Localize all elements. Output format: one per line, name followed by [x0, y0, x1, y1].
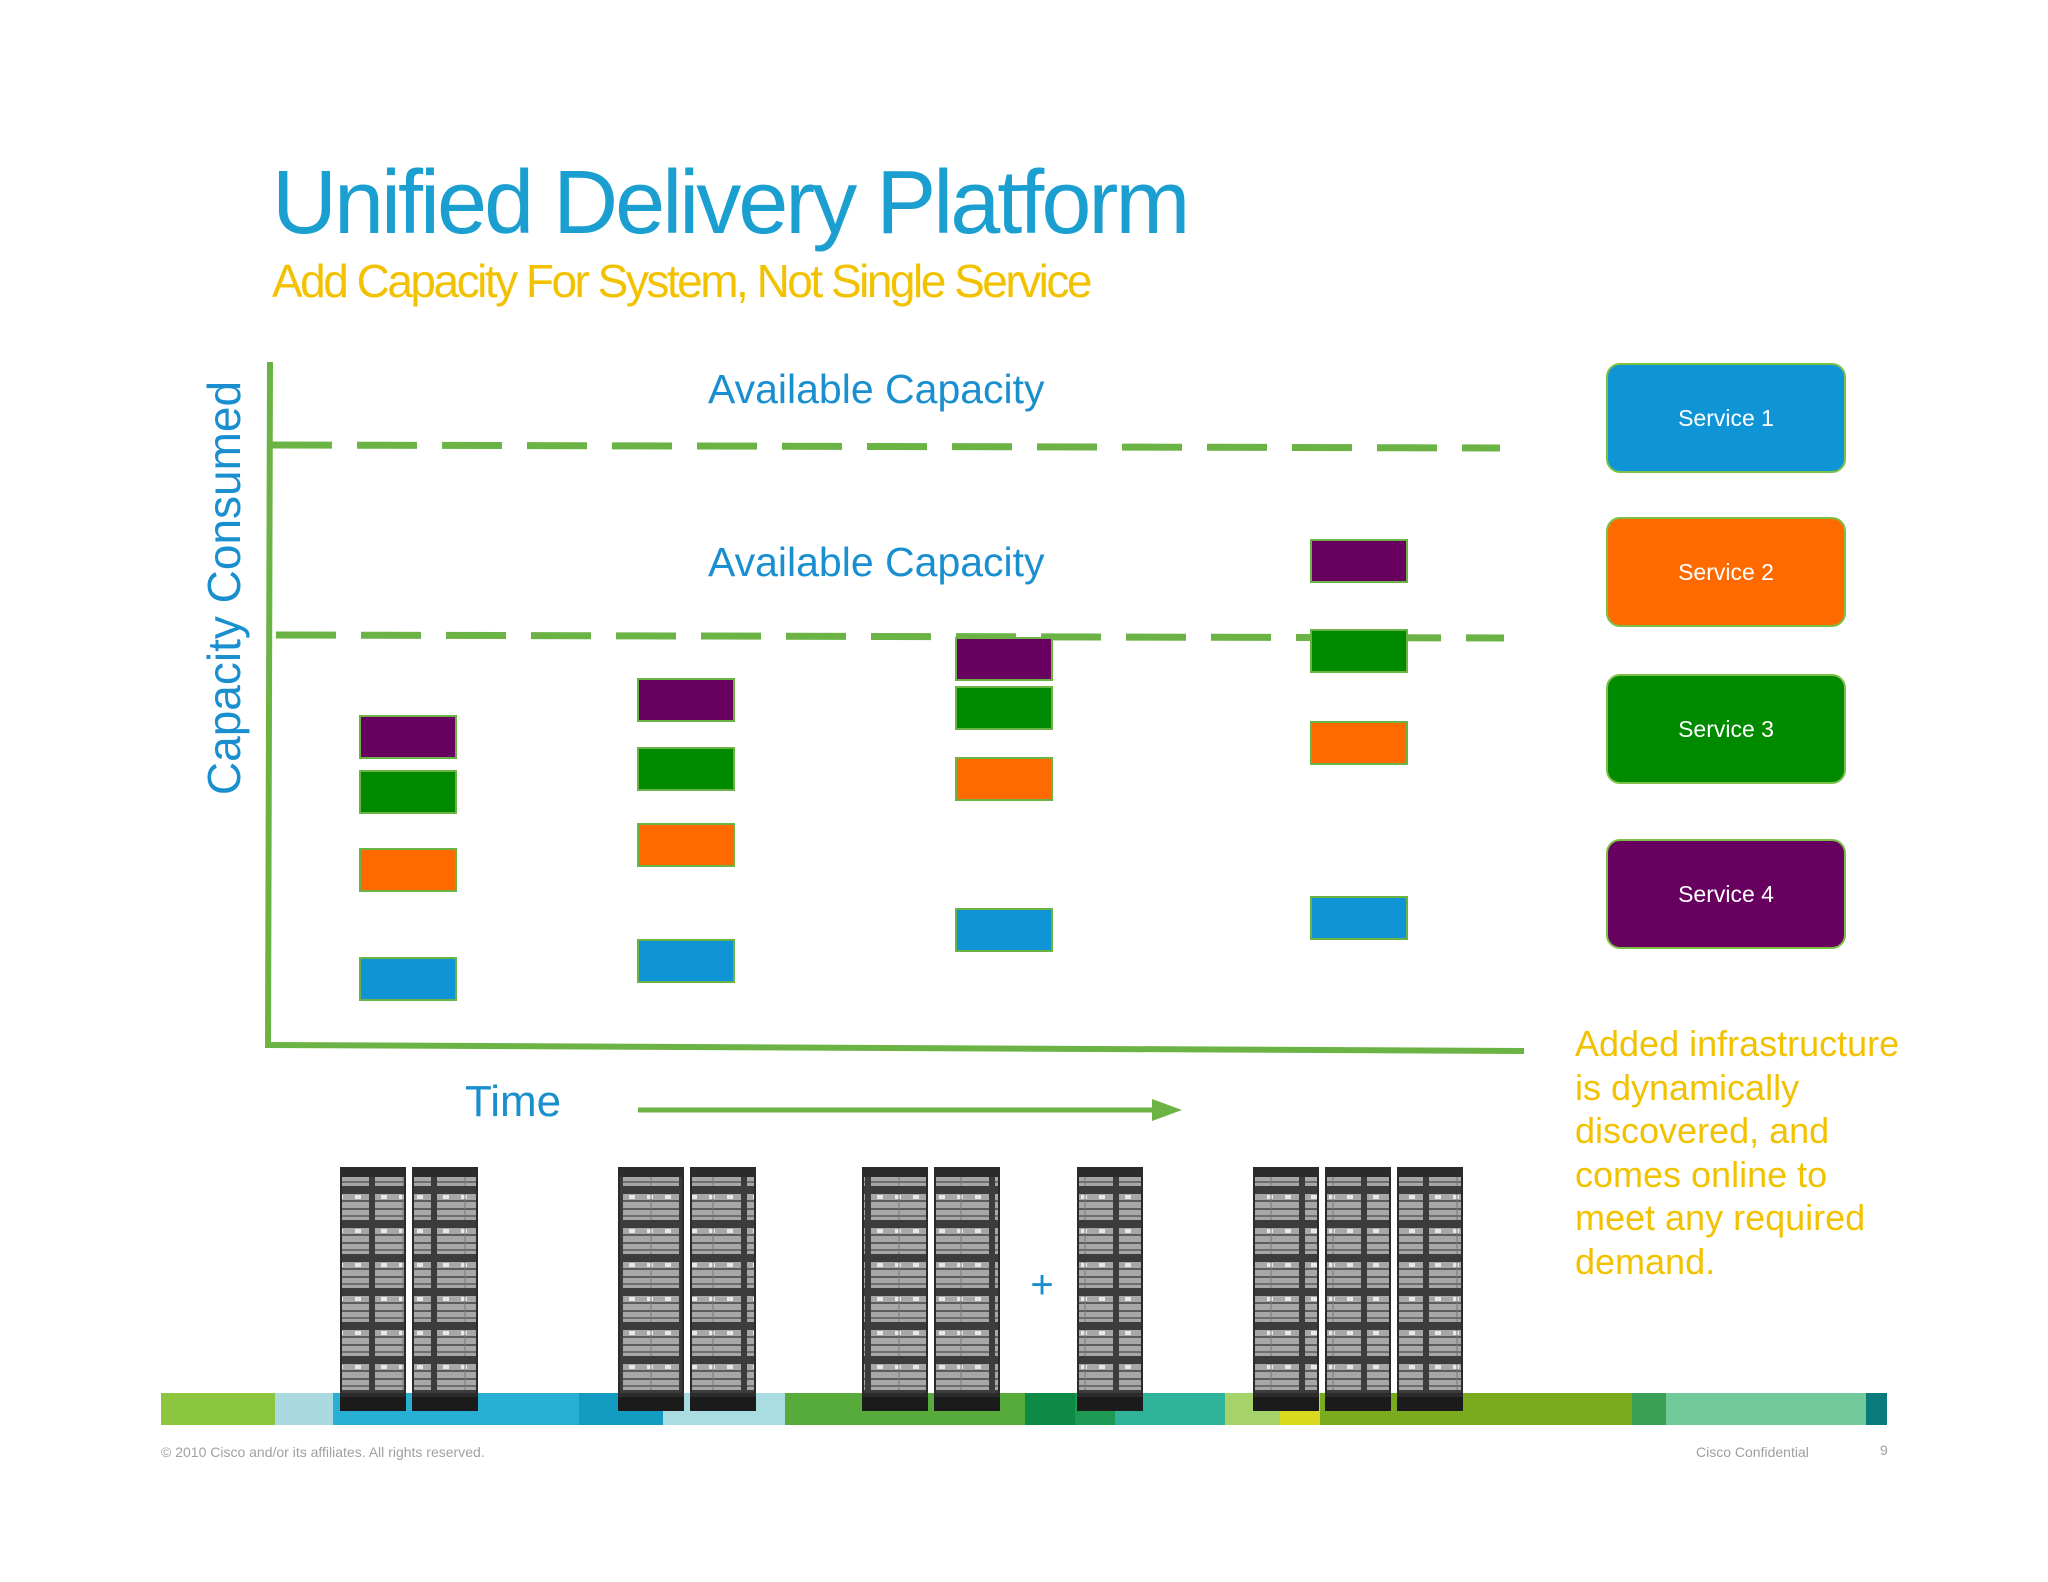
service-blocks — [359, 539, 1408, 1001]
slide-title: Unified Delivery Platform — [272, 153, 1190, 253]
server-rack-t2-1 — [618, 1167, 684, 1411]
server-rack-t4-1 — [1253, 1167, 1319, 1411]
footer-copyright: © 2010 Cisco and/or its affiliates. All … — [161, 1444, 485, 1460]
capacity-line-upper — [271, 441, 1501, 452]
service-block-service-3-t1 — [359, 770, 457, 814]
server-rack-t3-2 — [934, 1167, 1000, 1411]
capacity-line-lower — [275, 631, 1505, 642]
service-block-service-2-t4 — [1310, 721, 1408, 765]
service-block-service-1-t4 — [1310, 896, 1408, 940]
service-block-service-4-t2 — [637, 678, 735, 722]
x-axis-label: Time — [465, 1077, 562, 1126]
footer-confidential: Cisco Confidential — [1696, 1444, 1809, 1460]
server-rack-t1-2 — [412, 1167, 478, 1411]
legend-service-1[interactable]: Service 1 — [1606, 363, 1846, 473]
legend-service-3[interactable]: Service 3 — [1606, 674, 1846, 784]
service-block-service-4-t4 — [1310, 539, 1408, 583]
server-rack-t4-3 — [1397, 1167, 1463, 1411]
server-rack-t2-2 — [690, 1167, 756, 1411]
service-block-service-1-t2 — [637, 939, 735, 983]
service-block-service-3-t3 — [955, 686, 1053, 730]
infrastructure-note: Added infrastructure is dynamically disc… — [1575, 1023, 1900, 1282]
server-rack-t1-1 — [340, 1167, 406, 1411]
available-capacity-label-lower: Available Capacity — [708, 539, 1045, 585]
available-capacity-label-upper: Available Capacity — [708, 366, 1045, 412]
plus-sign: + — [1030, 1263, 1053, 1307]
service-block-service-2-t3 — [955, 757, 1053, 801]
y-axis-label: Capacity Consumed — [198, 380, 250, 796]
service-block-service-4-t3 — [955, 637, 1053, 681]
service-block-service-1-t1 — [359, 957, 457, 1001]
service-block-service-1-t3 — [955, 908, 1053, 952]
legend-service-2[interactable]: Service 2 — [1606, 517, 1846, 627]
server-rack-t4-2 — [1325, 1167, 1391, 1411]
service-block-service-4-t1 — [359, 715, 457, 759]
server-rack-t3-1 — [862, 1167, 928, 1411]
slide-subtitle: Add Capacity For System, Not Single Serv… — [272, 255, 1092, 307]
service-block-service-2-t1 — [359, 848, 457, 892]
y-axis — [265, 361, 273, 1049]
legend-service-4[interactable]: Service 4 — [1606, 839, 1846, 949]
time-arrow — [638, 1099, 1182, 1121]
x-axis — [264, 1042, 1525, 1054]
service-block-service-3-t4 — [1310, 629, 1408, 673]
server-rack-t3-3 — [1077, 1167, 1143, 1411]
service-block-service-3-t2 — [637, 747, 735, 791]
server-racks — [340, 1167, 1463, 1411]
service-block-service-2-t2 — [637, 823, 735, 867]
page-number: 9 — [1880, 1442, 1888, 1458]
